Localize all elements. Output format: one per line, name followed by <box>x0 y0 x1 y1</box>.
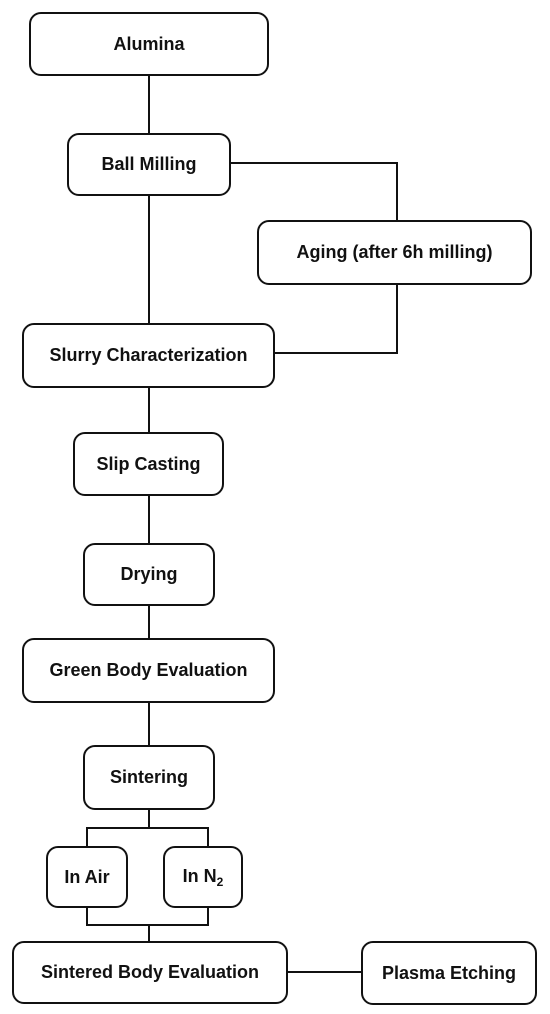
connector-split-bar <box>86 827 209 846</box>
node-slip-casting: Slip Casting <box>73 432 224 496</box>
node-alumina-label: Alumina <box>113 33 185 54</box>
connector-merge-bar <box>86 908 209 926</box>
node-aging: Aging (after 6h milling) <box>257 220 532 285</box>
node-in-n2-prefix: In N <box>182 865 217 886</box>
node-in-n2: In N2 <box>163 846 243 908</box>
node-in-air-label: In Air <box>64 866 110 887</box>
node-alumina: Alumina <box>29 12 269 76</box>
node-drying-label: Drying <box>120 564 178 584</box>
node-sintered-body-evaluation: Sintered Body Evaluation <box>12 941 288 1004</box>
node-in-n2-label: In N2 <box>183 866 224 889</box>
node-slurry-characterization: Slurry Characterization <box>22 323 275 388</box>
node-slurry-characterization-label: Slurry Characterization <box>49 345 248 365</box>
node-in-air: In Air <box>46 846 128 908</box>
node-sintering: Sintering <box>83 745 215 810</box>
connector-aging-slurry <box>275 285 398 354</box>
node-green-body-evaluation: Green Body Evaluation <box>22 638 275 703</box>
node-sintered-body-evaluation-label: Sintered Body Evaluation <box>40 962 260 982</box>
node-green-body-evaluation-label: Green Body Evaluation <box>49 660 248 680</box>
node-plasma-etching: Plasma Etching <box>361 941 537 1005</box>
node-aging-label: Aging (after 6h milling) <box>296 242 493 262</box>
node-sintering-label: Sintering <box>109 767 188 787</box>
connector-ball-milling-aging <box>231 162 398 220</box>
node-slip-casting-label: Slip Casting <box>96 453 201 474</box>
node-ball-milling: Ball Milling <box>67 133 231 196</box>
node-ball-milling-label: Ball Milling <box>101 154 197 174</box>
node-plasma-etching-label: Plasma Etching <box>381 962 517 983</box>
node-drying: Drying <box>83 543 215 606</box>
node-in-n2-subscript: 2 <box>216 874 224 889</box>
